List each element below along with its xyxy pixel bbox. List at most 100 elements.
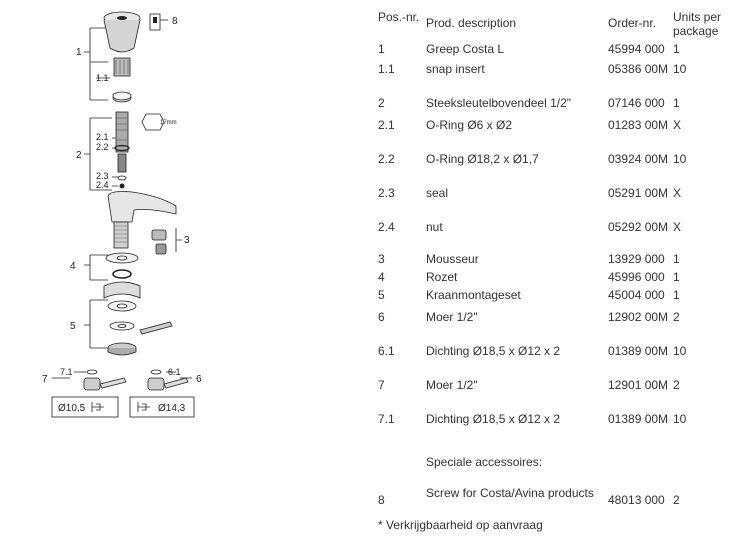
- cell-units: 1: [673, 96, 680, 110]
- cell-description: O-Ring Ø18,2 x Ø1,7: [426, 152, 539, 166]
- cell-units: 10: [673, 152, 687, 166]
- cell-units: 10: [673, 344, 687, 358]
- size-box-right: [129, 396, 195, 418]
- seal-part: [117, 175, 127, 181]
- handle-part: [103, 11, 141, 53]
- callout-6-1: 6.1: [168, 367, 181, 377]
- cell-units: 1: [673, 288, 680, 302]
- callout-4: 4: [70, 261, 76, 272]
- cell-pos: 2.2: [378, 152, 395, 166]
- cell-units: 2: [673, 378, 680, 392]
- cell-description: Steeksleutelbovendeel 1/2": [426, 96, 572, 110]
- cell-description: Rozet: [426, 270, 458, 284]
- rozet-part: [105, 252, 139, 279]
- cell-pos: 5: [378, 288, 385, 302]
- cell-pos: 2: [378, 96, 385, 110]
- screw-part: [149, 13, 168, 31]
- accessory-units: 2: [673, 493, 680, 507]
- cell-order: 05291 00M: [608, 186, 669, 200]
- callout-2-1: 2.1: [96, 132, 109, 142]
- nut-assembly-left-part: [83, 369, 127, 391]
- cell-description: Dichting Ø18,5 x Ø12 x 2: [426, 344, 561, 358]
- cell-units: 1: [673, 42, 680, 56]
- cell-pos: 7: [378, 378, 385, 392]
- accessory-desc: Screw for Costa/Avina products: [426, 486, 594, 500]
- cell-order: 07146 000: [608, 96, 665, 110]
- cell-order: 05386 00M: [608, 62, 669, 76]
- aerator-part: [151, 229, 167, 255]
- cell-pos: 2.1: [378, 118, 395, 132]
- callout-1-1: 1.1: [96, 73, 109, 83]
- cell-order: 05292 00M: [608, 220, 669, 234]
- cell-pos: 6.1: [378, 344, 395, 358]
- cell-units: X: [673, 118, 682, 132]
- callout-5: 5: [70, 321, 76, 332]
- callout-7: 7: [42, 374, 48, 385]
- cell-units: 10: [673, 62, 687, 76]
- accessory-order: 48013 000: [608, 493, 665, 507]
- cell-pos: 1.1: [378, 62, 395, 76]
- cell-description: nut: [426, 220, 443, 234]
- cell-pos: 4: [378, 270, 385, 284]
- cell-units: 10: [673, 412, 687, 426]
- cell-description: Kraanmontageset: [426, 288, 521, 302]
- cell-units: 1: [673, 270, 680, 284]
- cell-description: Mousseur: [426, 252, 479, 266]
- cartridge-part: [114, 111, 130, 173]
- cell-order: 01389 00M: [608, 344, 669, 358]
- header-units: Units per package: [673, 10, 722, 38]
- cell-units: 1: [673, 252, 680, 266]
- callout-2-3: 2.3: [96, 171, 109, 181]
- callout-2-4: 2.4: [96, 180, 109, 190]
- callout-6: 6: [196, 374, 202, 385]
- cell-pos: 7.1: [378, 412, 395, 426]
- wrench-size-icon: [141, 113, 165, 131]
- callout-1: 1: [76, 47, 82, 58]
- cell-units: X: [673, 186, 682, 200]
- cell-pos: 1: [378, 42, 385, 56]
- cell-pos: 6: [378, 310, 385, 324]
- mounting-set-part: [103, 281, 173, 356]
- cell-order: 13929 000: [608, 252, 665, 266]
- cell-pos: 3: [378, 252, 385, 266]
- callout-8: 8: [172, 16, 178, 27]
- cell-description: seal: [426, 186, 449, 200]
- nut-part: [119, 183, 125, 189]
- cell-description: O-Ring Ø6 x Ø2: [426, 118, 513, 132]
- footnote-text: * Verkrijgbaarheid op aanvraag: [378, 518, 543, 532]
- cell-description: snap insert: [426, 62, 485, 76]
- cell-description: Dichting Ø18,5 x Ø12 x 2: [426, 412, 561, 426]
- nut-assembly-right-part: [147, 369, 189, 391]
- cell-order: 03924 00M: [608, 152, 669, 166]
- size-label-left: Ø10,5: [58, 403, 86, 414]
- wrench-size-label: 17mm: [160, 120, 177, 126]
- tap-body-part: [107, 191, 177, 249]
- header-pos: Pos.-nr.: [378, 10, 420, 24]
- header-order: Order-nr.: [608, 16, 657, 30]
- cell-order: 12902 00M: [608, 310, 669, 324]
- size-box-left: [51, 396, 119, 418]
- cell-order: 45004 000: [608, 288, 665, 302]
- cap-ring-part: [112, 91, 132, 103]
- cell-units: X: [673, 220, 682, 234]
- cell-order: 01283 00M: [608, 118, 669, 132]
- callout-2-2: 2.2: [96, 142, 109, 152]
- cell-description: Moer 1/2": [426, 378, 478, 392]
- callout-7-1: 7.1: [60, 367, 73, 377]
- cell-units: 2: [673, 310, 680, 324]
- cell-order: 45994 000: [608, 42, 665, 56]
- accessories-heading-text: Speciale accessoires:: [426, 455, 543, 469]
- cell-pos: 2.3: [378, 186, 395, 200]
- cell-order: 12901 00M: [608, 378, 669, 392]
- cell-order: 45996 000: [608, 270, 665, 284]
- cell-description: Moer 1/2": [426, 310, 478, 324]
- callout-3: 3: [184, 235, 190, 246]
- exploded-parts-diagram: 8 1 1.1 2 2.1 2.2 2.3 2.4 17mm 3 4 5 7 7…: [42, 11, 202, 418]
- cell-order: 01389 00M: [608, 412, 669, 426]
- cell-pos: 2.4: [378, 220, 395, 234]
- snap-insert-part: [113, 57, 131, 77]
- size-label-right: Ø14,3: [158, 403, 186, 414]
- callout-2: 2: [76, 150, 82, 161]
- accessory-pos: 8: [378, 493, 385, 507]
- cell-description: Greep Costa L: [426, 42, 505, 56]
